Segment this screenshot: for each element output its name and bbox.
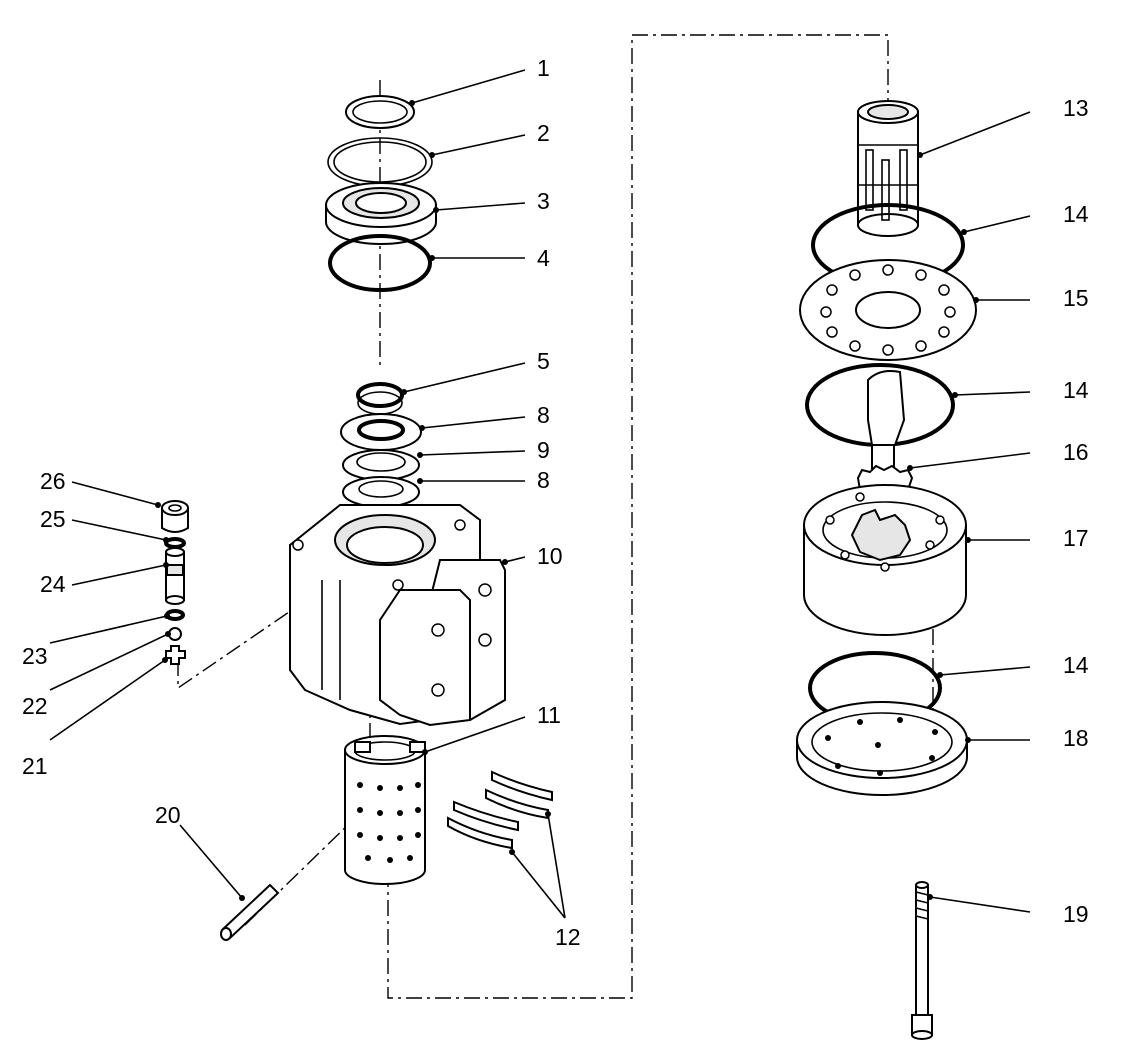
callout-8-lower: 8 bbox=[537, 467, 550, 493]
callout-25: 25 bbox=[40, 506, 66, 532]
part-19-bolt bbox=[911, 881, 933, 1040]
callout-5: 5 bbox=[537, 348, 550, 374]
callout-8-upper: 8 bbox=[537, 402, 550, 428]
callout-23: 23 bbox=[22, 643, 48, 669]
callout-15: 15 bbox=[1063, 285, 1089, 311]
callout-14-lower: 14 bbox=[1063, 652, 1089, 678]
callout-18: 18 bbox=[1063, 725, 1089, 751]
part-10-housing bbox=[289, 504, 506, 727]
callout-20: 20 bbox=[155, 802, 181, 828]
part-12-springs bbox=[447, 770, 553, 850]
part-8-washer-lower bbox=[342, 476, 420, 508]
callout-16: 16 bbox=[1063, 439, 1089, 465]
part-26-plug bbox=[161, 500, 189, 533]
part-15-plate bbox=[799, 259, 977, 361]
part-17-gerotor-ring bbox=[803, 484, 967, 636]
part-16-drive-link bbox=[856, 370, 914, 502]
plate-holes bbox=[820, 264, 956, 356]
callout-9: 9 bbox=[537, 437, 550, 463]
callouts: 1 2 3 4 5 8 9 8 10 11 12 13 14 15 14 16 … bbox=[22, 55, 1089, 950]
callout-22: 22 bbox=[22, 693, 48, 719]
part-21-cross-pin bbox=[165, 645, 186, 665]
callout-2: 2 bbox=[537, 120, 550, 146]
part-3-bushing bbox=[325, 182, 437, 245]
callout-11: 11 bbox=[537, 702, 561, 728]
callout-4: 4 bbox=[537, 245, 550, 271]
part-24-valve-spool bbox=[165, 547, 185, 605]
callout-14-upper: 14 bbox=[1063, 201, 1089, 227]
callout-26: 26 bbox=[40, 468, 66, 494]
callout-3: 3 bbox=[537, 188, 550, 214]
callout-24: 24 bbox=[40, 571, 66, 597]
callout-14-middle: 14 bbox=[1063, 377, 1089, 403]
part-4-o-ring bbox=[328, 234, 432, 292]
part-13-drive-shaft bbox=[857, 100, 919, 237]
callout-12: 12 bbox=[555, 924, 581, 950]
part-1-seal-ring bbox=[345, 95, 415, 129]
part-18-end-cap bbox=[796, 701, 968, 796]
part-9-bearing bbox=[342, 449, 420, 481]
callout-21: 21 bbox=[22, 753, 48, 779]
callout-13: 13 bbox=[1063, 95, 1089, 121]
sleeve-holes bbox=[357, 782, 421, 863]
part-5-seal bbox=[356, 382, 404, 415]
part-20-pin bbox=[220, 883, 280, 941]
callout-19: 19 bbox=[1063, 901, 1089, 927]
callout-10: 10 bbox=[537, 543, 563, 569]
callout-1: 1 bbox=[537, 55, 550, 81]
part-8-washer-upper bbox=[340, 413, 422, 451]
callout-17: 17 bbox=[1063, 525, 1089, 551]
part-11-sleeve bbox=[344, 735, 426, 885]
